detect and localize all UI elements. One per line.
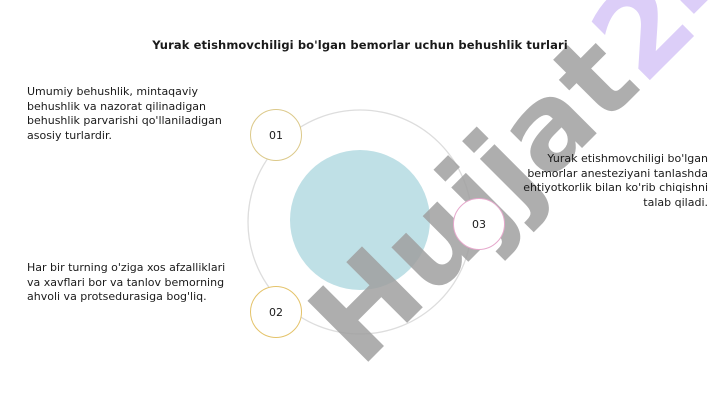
page-title: Yurak etishmovchiligi bo'lgan bemorlar u…	[152, 38, 568, 52]
point-text-03: Yurak etishmovchiligi bo'lgan bemorlar a…	[523, 152, 708, 209]
point-number-02: 02	[250, 286, 302, 338]
center-circle	[290, 150, 430, 290]
point-number-01: 01	[250, 109, 302, 161]
point-text-02: Har bir turning o'ziga xos afzalliklari …	[27, 261, 226, 303]
point-number-03: 03	[453, 198, 505, 250]
point-text-01: Umumiy behushlik, mintaqaviy behushlik v…	[27, 85, 222, 142]
